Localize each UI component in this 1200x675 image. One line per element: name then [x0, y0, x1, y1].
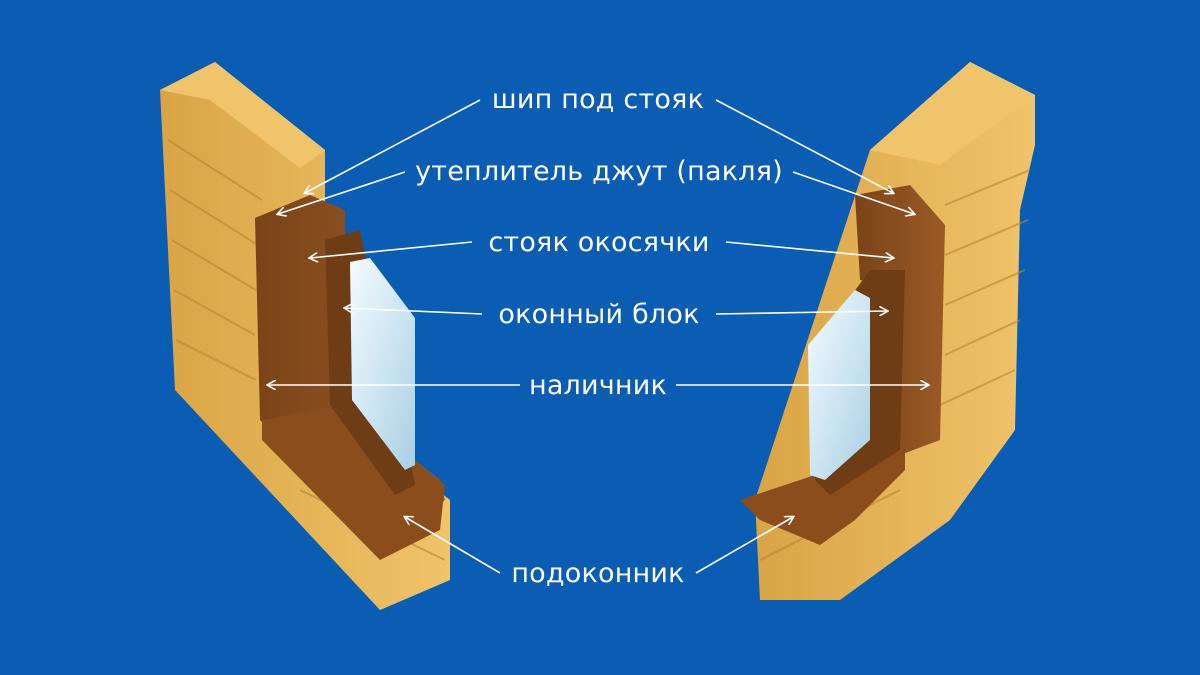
- arrow-sill-left: [405, 517, 501, 574]
- arrow-tenon-left: [305, 99, 481, 193]
- left-wall-section: [160, 62, 450, 610]
- left-sill: [262, 405, 445, 560]
- label-window-unit: оконный блок: [498, 299, 700, 330]
- label-jamb: стояк окосячки: [488, 227, 710, 258]
- label-insulation: утеплитель джут (пакля): [415, 156, 783, 187]
- label-trim: наличник: [528, 370, 668, 401]
- label-sill: подоконник: [511, 558, 685, 589]
- arrow-window-right: [715, 311, 887, 314]
- arrow-sill-right: [695, 517, 793, 574]
- right-wall-section: [740, 62, 1035, 600]
- arrow-window-left: [345, 308, 483, 315]
- arrow-tenon-right: [715, 99, 893, 193]
- label-tenon: шип под стояк: [491, 84, 705, 115]
- left-log-seams: [167, 139, 446, 561]
- arrow-insulation-right: [792, 171, 914, 214]
- arrow-jamb-left: [310, 241, 473, 258]
- arrow-insulation-left: [278, 171, 406, 214]
- callout-arrows: [268, 99, 928, 574]
- arrow-jamb-right: [725, 241, 893, 258]
- left-log-top: [160, 62, 325, 168]
- right-log-top: [870, 62, 1035, 165]
